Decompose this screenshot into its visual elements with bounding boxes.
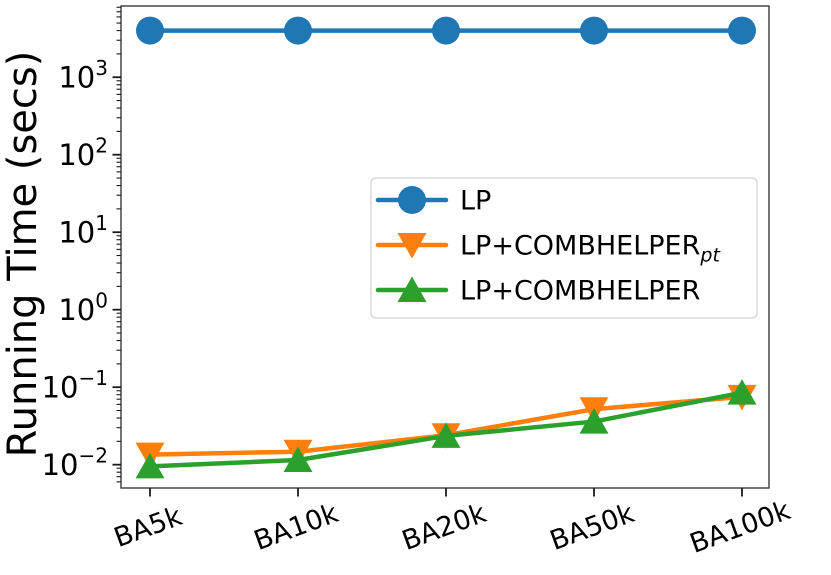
- x-tick-label: BA5k: [110, 501, 187, 554]
- data-point-marker-lp-combhelper: [431, 422, 461, 448]
- data-point-marker-lp: [432, 16, 460, 45]
- legend-box: [370, 177, 758, 319]
- legend-label-lp-combhelper: LP+COMBHELPER: [460, 276, 700, 307]
- y-tick-label: 101: [58, 211, 108, 250]
- data-point-marker-lp: [136, 16, 164, 45]
- y-tick-label: 100: [58, 289, 108, 328]
- data-point-marker-lp-combhelper: [579, 408, 609, 434]
- legend-label-lp-combhelperpt: LP+COMBHELPERpt: [460, 231, 721, 267]
- data-point-marker-lp: [580, 16, 608, 45]
- legend-marker-lp: [398, 186, 426, 214]
- data-point-marker-lp-combhelper: [135, 452, 165, 479]
- legend-label-lp: LP: [460, 186, 491, 217]
- data-point-marker-lp: [728, 16, 756, 45]
- legend-item-lp-combhelperpt: LP+COMBHELPERpt: [375, 231, 721, 267]
- data-point-marker-lp-combhelper: [727, 379, 757, 405]
- legend-marker-lp-combhelper: [397, 276, 427, 302]
- legend-item-lp: LP: [375, 186, 491, 217]
- x-tick-label: BA10k: [250, 498, 343, 557]
- data-point-marker-lp: [284, 16, 312, 45]
- legend-item-lp-combhelper: LP+COMBHELPER: [375, 276, 700, 307]
- y-tick-label: 102: [58, 134, 108, 173]
- y-tick-label: 10−1: [42, 366, 108, 405]
- y-tick-label: 10−2: [42, 444, 108, 483]
- series-lp-combhelper: [135, 379, 757, 479]
- series-lp: [136, 16, 756, 45]
- y-tick-label: 103: [58, 56, 108, 95]
- legend-marker-lp-combhelperpt: [397, 233, 427, 259]
- x-tick-label: BA20k: [398, 498, 491, 557]
- data-point-marker-lp-combhelper: [283, 446, 313, 472]
- y-axis-label: Running Time (secs): [0, 51, 46, 458]
- x-tick-label: BA50k: [546, 498, 639, 557]
- x-tick-label: BA100k: [686, 495, 795, 560]
- axes-frame: [120, 5, 770, 489]
